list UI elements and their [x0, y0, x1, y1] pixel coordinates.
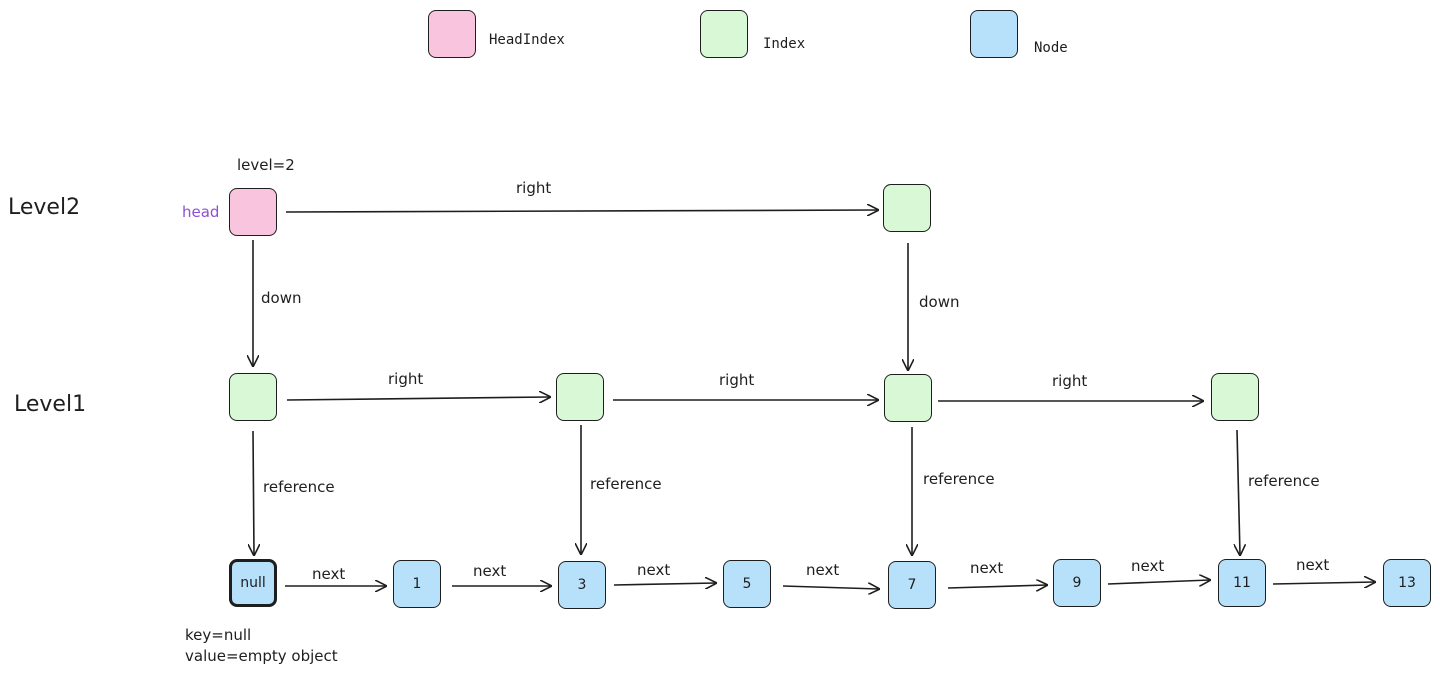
right-label-level1-1: right: [388, 370, 424, 388]
node-7: 7: [888, 561, 936, 609]
reference-label-1: reference: [263, 478, 335, 496]
next-label-5: next: [970, 559, 1004, 577]
node-5: 5: [723, 560, 771, 608]
level1-index-box-2: [556, 373, 604, 421]
node-1: 1: [393, 560, 441, 608]
arrow-right-level1-1: [286, 397, 550, 400]
down-label-2: down: [919, 293, 960, 311]
node-13: 13: [1383, 559, 1431, 607]
head-label: head: [182, 203, 220, 221]
reference-label-3: reference: [923, 470, 995, 488]
null-value-text: value=empty object: [185, 647, 338, 665]
legend-node-swatch: [970, 10, 1018, 58]
right-label-level2: right: [516, 179, 552, 197]
next-label-2: next: [473, 562, 507, 580]
arrow-next-5: [947, 585, 1047, 588]
null-key-text: key=null: [185, 626, 252, 644]
node-9: 9: [1053, 559, 1101, 607]
next-label-4: next: [806, 561, 840, 579]
right-label-level1-2: right: [719, 371, 755, 389]
reference-label-2: reference: [590, 475, 662, 493]
next-label-6: next: [1131, 557, 1165, 575]
node-null: null: [229, 559, 277, 607]
level1-index-box-1: [229, 373, 277, 421]
level2-index-box: [883, 184, 931, 232]
right-label-level1-3: right: [1052, 372, 1088, 390]
level2-label: Level2: [8, 195, 81, 220]
legend-index-swatch: [700, 10, 748, 58]
arrow-right-level2: [285, 210, 878, 212]
arrow-next-6: [1107, 580, 1210, 584]
head-level-text: level=2: [237, 156, 295, 174]
arrow-reference-4: [1237, 429, 1240, 555]
arrow-next-3: [613, 583, 716, 585]
next-label-7: next: [1296, 556, 1330, 574]
arrow-reference-1: [253, 430, 254, 555]
node-3: 3: [558, 561, 606, 609]
arrow-next-7: [1272, 582, 1375, 584]
level1-label: Level1: [14, 392, 87, 417]
reference-label-4: reference: [1248, 472, 1320, 490]
next-label-3: next: [637, 561, 671, 579]
legend-node-label: Node: [1034, 40, 1068, 56]
level1-index-box-3: [884, 374, 932, 422]
next-label-1: next: [312, 565, 346, 583]
down-label-1: down: [261, 289, 302, 307]
head-index-box: [229, 188, 277, 236]
arrow-next-4: [782, 586, 879, 589]
legend-headindex-label: HeadIndex: [489, 32, 565, 48]
legend-index-label: Index: [763, 36, 806, 52]
level1-index-box-4: [1211, 373, 1259, 421]
node-11: 11: [1218, 559, 1266, 607]
legend-headindex-swatch: [428, 10, 476, 58]
